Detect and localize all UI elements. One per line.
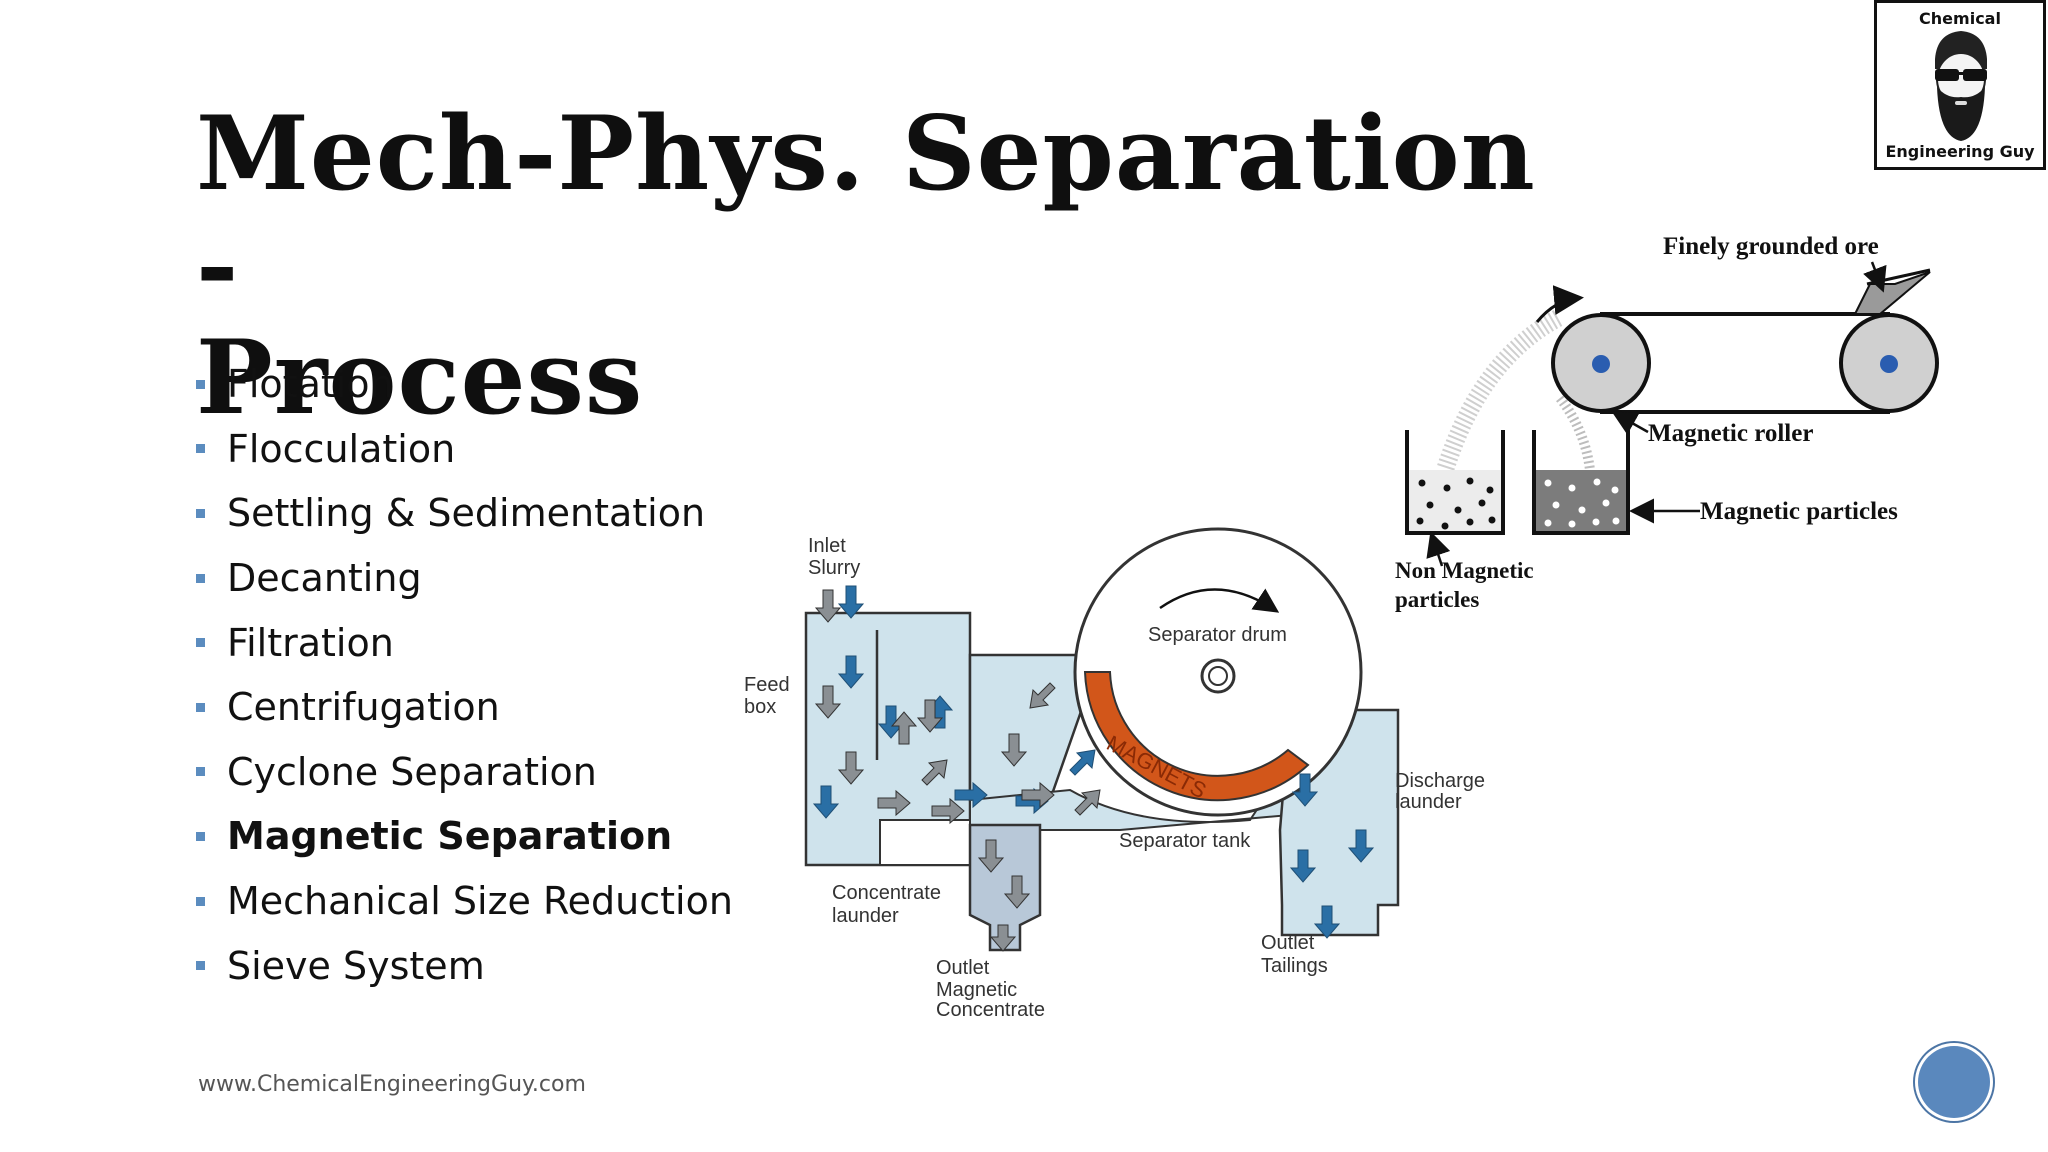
drum-label: Separator drum — [1148, 624, 1287, 646]
slide-nav-button[interactable] — [1918, 1046, 1990, 1118]
discharge-label-1: Discharge — [1395, 770, 1485, 792]
discharge-label-2: launder — [1395, 791, 1462, 813]
feed-box-label-1: Feed — [744, 674, 790, 696]
bullet-marker — [196, 508, 205, 518]
non-magnetic-bin — [1405, 430, 1505, 535]
ore-label: Finely grounded ore — [1663, 233, 1879, 260]
bullet-marker — [196, 638, 205, 648]
bullet-item: Centrifugation — [196, 675, 733, 740]
non-magnetic-label-1: Non Magnetic — [1395, 558, 1534, 583]
bullet-item: Sieve System — [196, 933, 733, 998]
outlet-concentrate-label-1: Outlet — [936, 957, 990, 979]
bullet-marker — [196, 767, 205, 777]
brand-logo: Chemical Engineering Guy — [1874, 0, 2046, 170]
belt-separator-diagram: Finely grounded ore Magnetic roller Magn… — [1395, 233, 1939, 612]
outlet-concentrate-label-2: Magnetic — [936, 979, 1017, 1001]
feed-box-label-2: box — [744, 696, 776, 718]
bullet-marker — [196, 444, 205, 454]
bullet-item-highlighted: Magnetic Separation — [196, 804, 733, 869]
bullet-marker — [196, 831, 205, 841]
magnets-arc — [1083, 671, 1310, 802]
logo-bottom-text: Engineering Guy — [1885, 142, 2035, 161]
outlet-concentrate-label-3: Concentrate — [936, 999, 1045, 1021]
title-line-1: Mech-Phys. Separation - — [196, 94, 1536, 326]
inlet-label-2: Slurry — [808, 557, 860, 579]
bullet-item: Settling & Sedimentation — [196, 481, 733, 546]
bullet-marker — [196, 961, 205, 971]
concentrate-launder-label-2: launder — [832, 905, 899, 927]
roller-label: Magnetic roller — [1648, 420, 1813, 447]
magnetic-bin — [1532, 430, 1630, 535]
outlet-tailings-label-1: Outlet — [1261, 932, 1315, 954]
bullet-marker — [196, 573, 205, 583]
magnetic-particles-label: Magnetic particles — [1700, 498, 1898, 525]
inlet-label-1: Inlet — [808, 535, 846, 557]
footer-url[interactable]: www.ChemicalEngineeringGuy.com — [198, 1072, 586, 1097]
title-line-2: Process — [196, 318, 644, 438]
bullet-item: Filtration — [196, 610, 733, 675]
logo-face-icon — [1935, 31, 1987, 141]
bullet-list: Flotation Flocculation Settling & Sedime… — [196, 352, 733, 998]
concentrate-launder-label-1: Concentrate — [832, 882, 941, 904]
bullet-marker — [196, 702, 205, 712]
bullet-marker — [196, 379, 205, 389]
grey-flow-arrows — [814, 589, 1101, 952]
logo-top-text: Chemical — [1919, 9, 2001, 28]
bullet-item: Cyclone Separation — [196, 740, 733, 805]
bullet-item: Mechanical Size Reduction — [196, 869, 733, 934]
tank-label: Separator tank — [1119, 830, 1251, 852]
bullet-item: Flocculation — [196, 417, 733, 482]
bullet-marker — [196, 896, 205, 906]
bullet-item: Decanting — [196, 546, 733, 611]
non-magnetic-label-2: particles — [1395, 587, 1479, 612]
drum-separator-diagram: MAGNETS — [744, 527, 1485, 1021]
slide-title: Mech-Phys. Separation - Process — [196, 98, 1596, 434]
outlet-tailings-label-2: Tailings — [1261, 955, 1328, 977]
bullet-item: Flotation — [196, 352, 733, 417]
